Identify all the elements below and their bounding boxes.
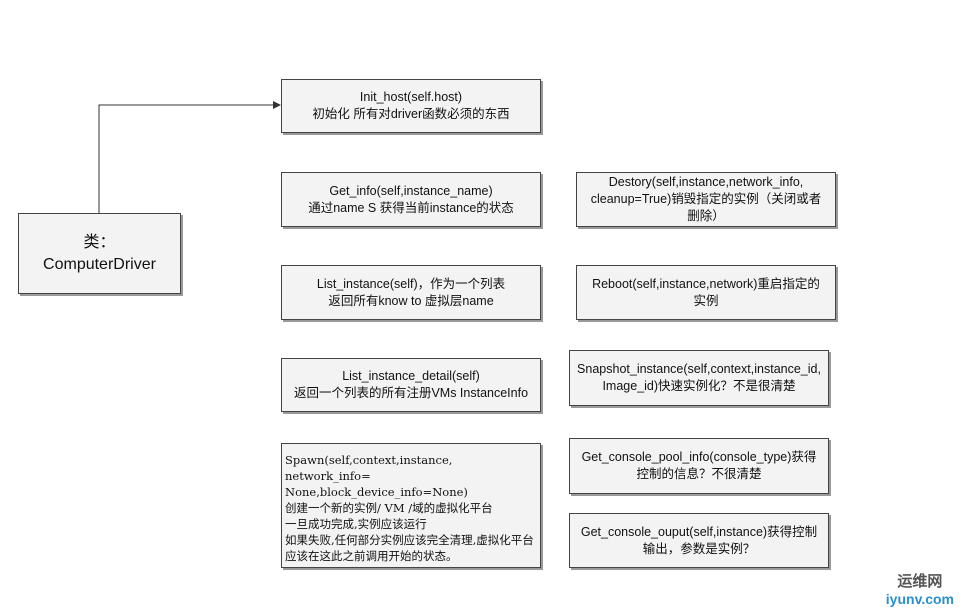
method-get-info: Get_info(self,instance_name) 通过name S 获得…	[281, 172, 541, 227]
method-get-console-pool-info: Get_console_pool_info(console_type)获得 控制…	[569, 438, 829, 494]
method-spawn: Spawn(self,context,instance, network_inf…	[281, 443, 541, 568]
method-get-console-output: Get_console_ouput(self,instance)获得控制 输出，…	[569, 513, 829, 568]
method-snapshot-instance: Snapshot_instance(self,context,instance_…	[569, 350, 829, 406]
method-list-instance: List_instance(self)，作为一个列表 返回所有know to 虚…	[281, 265, 541, 320]
method-destroy: Destory(self,instance,network_info, clea…	[576, 172, 836, 227]
method-reboot: Reboot(self,instance,network)重启指定的 实例	[576, 265, 836, 320]
watermark-url: iyunv.com	[885, 591, 954, 607]
method-list-instance-detail: List_instance_detail(self) 返回一个列表的所有注册VM…	[281, 358, 541, 412]
watermark: 运维网 iyunv.com	[886, 570, 954, 607]
class-box-computer-driver: 类： ComputerDriver	[18, 213, 181, 294]
watermark-title: 运维网	[897, 573, 943, 590]
method-init-host: Init_host(self.host) 初始化 所有对driver函数必须的东…	[281, 79, 541, 133]
